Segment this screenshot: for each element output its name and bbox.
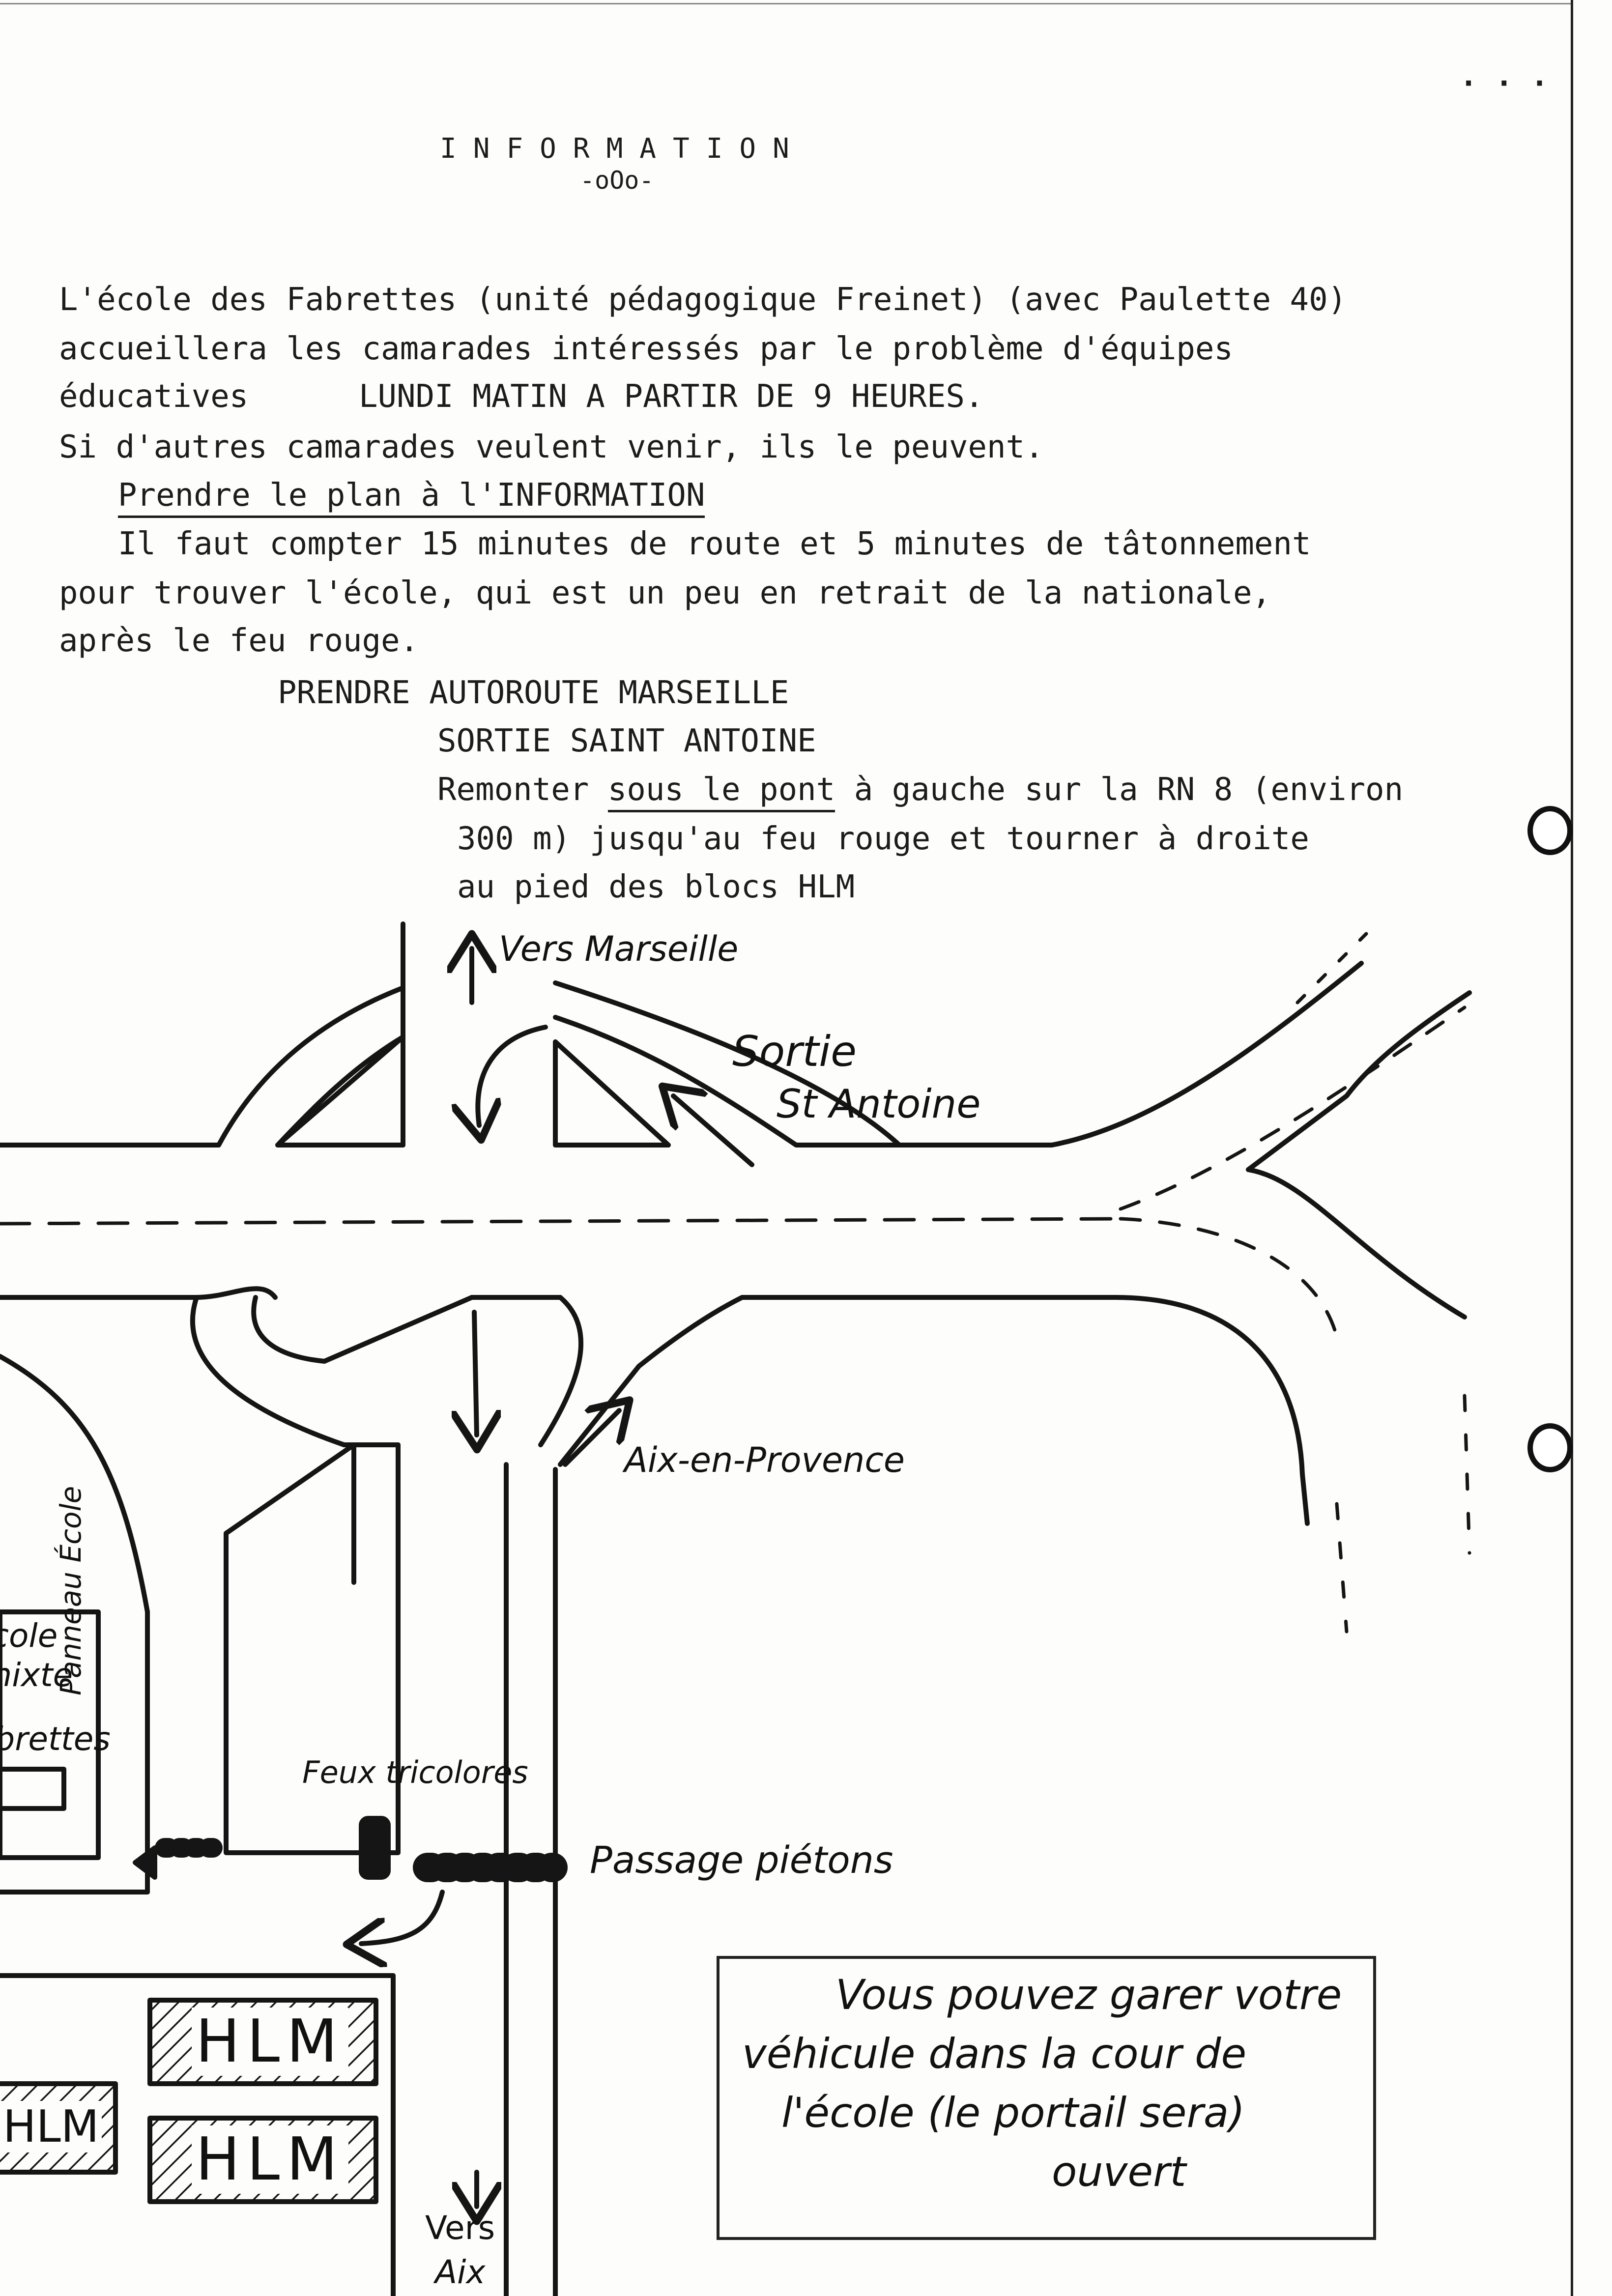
page-subtitle: -oOo-	[580, 166, 654, 195]
lower-left-curve	[190, 1295, 401, 1447]
parking-note-line-2: véhicule dans la cour de	[742, 2030, 1247, 2078]
arrow-turn-right	[361, 1890, 445, 1944]
road-upper-edge-2	[1049, 961, 1364, 1148]
body-line-2: accueillera les camarades intéressés par…	[59, 331, 1233, 367]
corner-marks: · · ·	[1460, 66, 1549, 101]
arrow-sortie	[673, 1096, 754, 1167]
island-left	[275, 1034, 405, 1148]
label-aix: Aix	[435, 2253, 486, 2291]
ramp-outer	[553, 980, 902, 1148]
label-aix-en-provence: Aix-en-Provence	[624, 1440, 905, 1480]
page-title: INFORMATION	[440, 133, 806, 165]
directions-line-4: 300 m) jusqu'au feu rouge et tourner à d…	[457, 821, 1309, 857]
aix-ramp	[558, 1295, 745, 1467]
arrow-aix	[563, 1410, 619, 1467]
label-ecole: École	[0, 1617, 58, 1655]
parking-note-box	[717, 1956, 1376, 2240]
school-building	[0, 1609, 101, 1860]
panneau-arrow	[133, 1845, 157, 1880]
branch-dashed-upper	[1119, 1005, 1467, 1211]
label-passage-pietons: Passage piétons	[590, 1838, 893, 1882]
directions-line-3-start: Remonter	[437, 772, 608, 808]
label-fabrettes: Fabrettes	[0, 1720, 111, 1758]
label-vers-marseille: Vers Marseille	[499, 929, 739, 969]
label-sortie: Sortie	[732, 1027, 857, 1076]
directions-underline: sous le pont	[607, 772, 835, 812]
school-inner	[0, 1767, 66, 1811]
directions-line-5: au pied des blocs HLM	[457, 869, 855, 905]
ramp-upper-right	[553, 1015, 1054, 1148]
label-st-antoine: St Antoine	[777, 1081, 981, 1127]
paragraph2-line-2: pour trouver l'école, qui est un peu en …	[59, 575, 1271, 611]
parking-note-line-1: Vous pouvez garer votre	[835, 1971, 1342, 2019]
directions-line-1: PRENDRE AUTOROUTE MARSEILLE	[278, 675, 789, 711]
body-line-1: L'école des Fabrettes (unité pédagogique…	[59, 282, 1347, 318]
fork-lower-edge	[1246, 1167, 1467, 1320]
paragraph2-line-1: Il faut compter 15 minutes de route et 5…	[118, 526, 1311, 562]
center-dashed-line	[0, 1217, 1123, 1226]
island-right	[553, 1039, 671, 1148]
label-hlm-2: HLM	[192, 2125, 348, 2194]
road-lower-edge-left	[0, 1286, 278, 1300]
directions-line-3-end: à gauche sur la RN 8 (environ	[835, 772, 1404, 808]
label-hlm-1: HLM	[192, 2008, 348, 2076]
side-street	[224, 1442, 401, 1855]
body-line-3: éducatives	[59, 378, 249, 415]
top-edge-line	[0, 3, 1571, 4]
punch-hole-lower	[1527, 1423, 1573, 1472]
arrow-down-nationale	[474, 1310, 477, 1435]
body-line-5: Si d'autres camarades veulent venir, ils…	[59, 429, 1044, 465]
label-hlm-3: HLM	[0, 2101, 102, 2152]
lower-inner-curve	[251, 1295, 474, 1364]
road-lower-edge-right	[740, 1295, 1310, 1526]
branch-dashed-lower	[1119, 1217, 1339, 1339]
label-feux-tricolores: Feux tricolores	[302, 1754, 528, 1790]
road-upper-edge	[0, 985, 405, 1148]
right-margin-line	[1571, 0, 1573, 2296]
label-mixte: mixte	[0, 1656, 73, 1694]
fork-upper-edge	[1246, 990, 1472, 1172]
arrow-u-turn	[478, 1025, 548, 1125]
label-vers: Vers	[425, 2209, 495, 2247]
dashed-lower-right-a	[1335, 1502, 1349, 1634]
parking-note-line-3: l'école (le portail sera)	[781, 2089, 1245, 2137]
label-panneau-ecole: Panneau École	[54, 1486, 87, 1695]
directions-line-2: SORTIE SAINT ANTOINE	[437, 723, 816, 759]
dashed-lower-right-b	[1463, 1394, 1471, 1555]
left-curve-lower	[0, 1354, 150, 1614]
directions-line-3: Remonter sous le pont à gauche sur la RN…	[437, 772, 1404, 812]
punch-hole-upper	[1527, 806, 1573, 855]
aix-ramp-inner	[538, 1295, 584, 1447]
plan-note: Prendre le plan à l'INFORMATION	[118, 477, 705, 518]
plan-note-text: Prendre le plan à l'INFORMATION	[118, 477, 705, 518]
meeting-time: LUNDI MATIN A PARTIR DE 9 HEURES.	[359, 378, 984, 415]
parking-note-line-4: ouvert	[1052, 2148, 1186, 2196]
traffic-light	[359, 1816, 391, 1880]
paragraph2-line-3: après le feu rouge.	[59, 623, 419, 659]
